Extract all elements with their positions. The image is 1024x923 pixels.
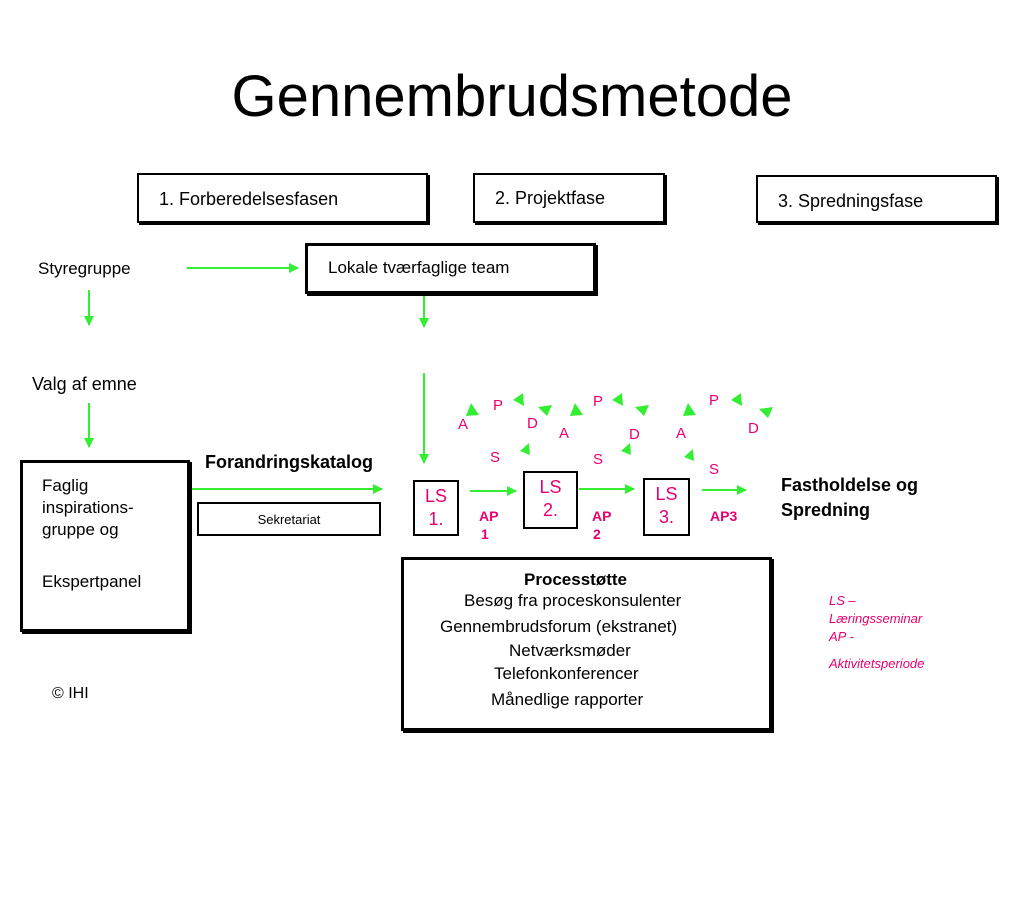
ls-box-1: LS 1. xyxy=(413,480,459,536)
pdsa-2-p: P xyxy=(593,393,604,410)
copyright-label: © IHI xyxy=(52,685,89,702)
pdsa-1-p: P xyxy=(493,397,504,414)
faglig-line-1: Faglig xyxy=(42,476,89,495)
phase-label-2: 2. Projektfase xyxy=(495,188,606,208)
ls-2-line-2: 2. xyxy=(542,500,558,520)
pdsa-3-p: P xyxy=(709,392,720,409)
pdsa-2-a: A xyxy=(559,425,570,442)
ls-1-line-2: 1. xyxy=(428,509,444,529)
legend-ap-text: Aktivitetsperiode xyxy=(829,656,925,671)
lokale-team-label: Lokale tværfaglige team xyxy=(328,258,510,277)
ekspertpanel-label: Ekspertpanel xyxy=(42,572,142,591)
phase-box-2: 2. Projektfase xyxy=(473,173,665,223)
pdsa-1-d: D xyxy=(527,415,538,432)
faglig-line-3: gruppe og xyxy=(42,520,119,539)
ls-3-line-2: 3. xyxy=(658,507,674,527)
ap-1-line-2: 1 xyxy=(481,526,489,542)
pdsa-2-d: D xyxy=(629,426,640,443)
valg-af-emne-label: Valg af emne xyxy=(32,374,137,394)
ap-1-line-1: AP xyxy=(479,508,499,524)
pdsa-3-a: A xyxy=(676,425,687,442)
processtotte-item: Gennembrudsforum (ekstranet) xyxy=(440,617,678,636)
connector-arrows xyxy=(84,263,773,496)
processtotte-box: Processtøtte Besøg fra proceskonsulenter… xyxy=(401,557,772,731)
legend-ls-label: LS – xyxy=(829,593,856,608)
faglig-box: Faglig inspirations- gruppe og Ekspertpa… xyxy=(20,460,190,632)
ls-box-3: LS 3. xyxy=(643,478,690,536)
ap-3-label: AP3 xyxy=(710,508,738,524)
fastholdelse-line-2: Spredning xyxy=(781,500,870,520)
ls-3-line-1: LS xyxy=(655,484,678,504)
sekretariat-box: Sekretariat xyxy=(197,502,381,536)
pdsa-1-s: S xyxy=(490,449,501,466)
phase-box-3: 3. Spredningsfase xyxy=(756,175,997,223)
forandringskatalog-label: Forandringskatalog xyxy=(205,452,374,472)
fastholdelse-line-1: Fastholdelse og xyxy=(781,475,919,495)
phase-label-3: 3. Spredningsfase xyxy=(778,191,924,211)
ls-2-line-1: LS xyxy=(539,477,562,497)
styregruppe-label: Styregruppe xyxy=(38,259,131,278)
page-title: Gennembrudsmetode xyxy=(231,64,793,129)
sekretariat-label: Sekretariat xyxy=(257,512,321,527)
ls-1-line-1: LS xyxy=(424,486,448,506)
pdsa-3-s: S xyxy=(709,461,720,478)
phase-box-1: 1. Forberedelsesfasen xyxy=(137,173,428,223)
processtotte-heading: Processtøtte xyxy=(524,570,627,589)
processtotte-item: Netværksmøder xyxy=(509,641,631,660)
processtotte-item: Månedlige rapporter xyxy=(491,690,644,709)
pdsa-1-a: A xyxy=(458,416,469,433)
pdsa-cycle-arrowheads xyxy=(466,393,773,461)
phase-label-1: 1. Forberedelsesfasen xyxy=(159,189,339,209)
processtotte-item: Telefonkonferencer xyxy=(494,664,639,683)
ap-2-line-2: 2 xyxy=(593,526,601,542)
lokale-team-box: Lokale tværfaglige team xyxy=(305,243,596,294)
diagram: 1. Forberedelsesfasen 2. Projektfase 3. … xyxy=(0,155,1024,768)
ap-2-line-1: AP xyxy=(592,508,612,524)
faglig-line-2: inspirations- xyxy=(42,498,134,517)
pdsa-3-d: D xyxy=(748,420,759,437)
ls-box-2: LS 2. xyxy=(523,471,578,529)
legend-ls-text: Læringsseminar xyxy=(829,611,923,626)
pdsa-2-s: S xyxy=(593,451,604,468)
legend-ap-label: AP - xyxy=(829,629,854,644)
processtotte-item: Besøg fra proceskonsulenter xyxy=(464,591,682,610)
